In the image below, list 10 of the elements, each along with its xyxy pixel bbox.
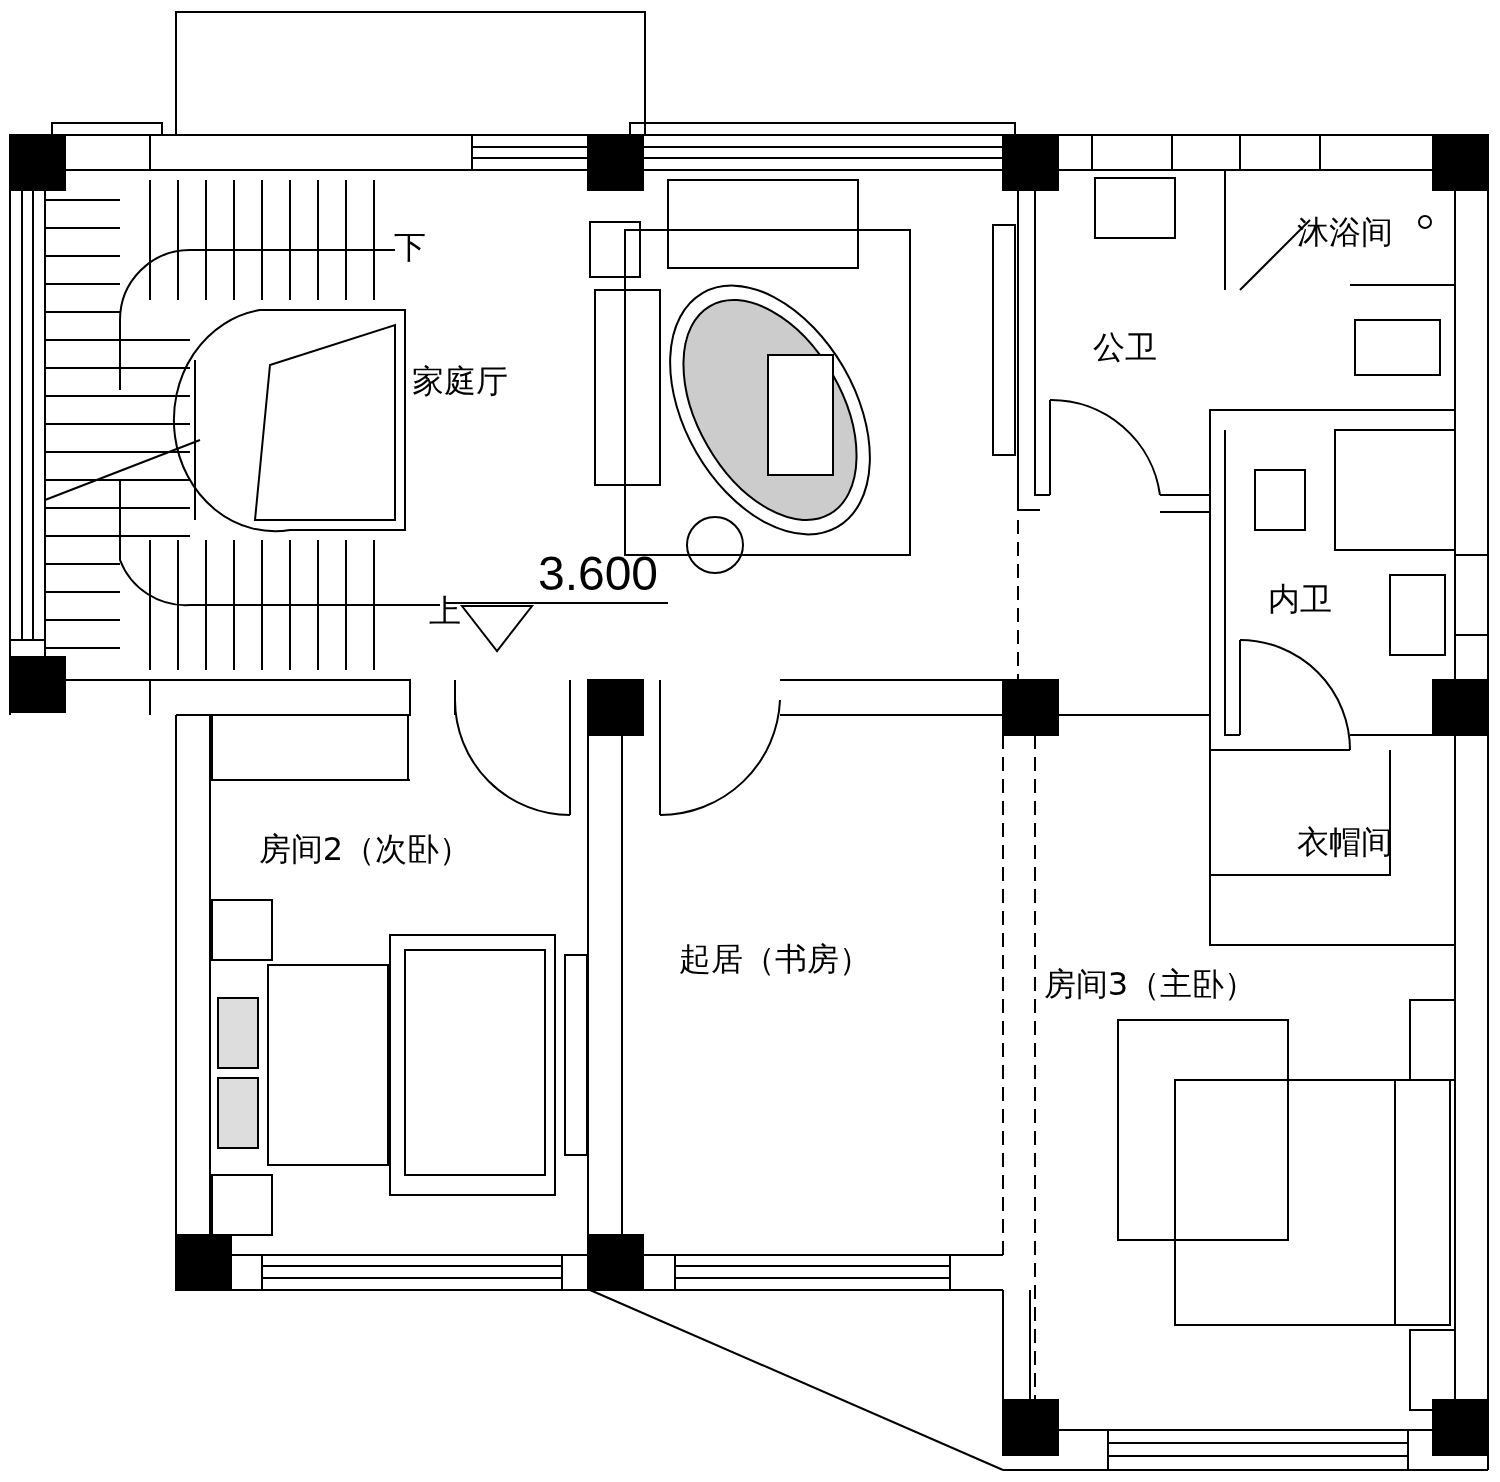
room-label: 公卫 xyxy=(1093,330,1157,366)
room-label: 房间3（主卧） xyxy=(1043,967,1257,1003)
elevation-value: 3.600 xyxy=(537,547,659,601)
room-label: 家庭厅 xyxy=(412,364,508,400)
room-label: 下 xyxy=(394,230,426,266)
room-label: 起居（书房） xyxy=(679,942,871,978)
room-label: 内卫 xyxy=(1268,582,1332,618)
room-label: 上 xyxy=(429,594,461,630)
room-label: 沐浴间 xyxy=(1297,215,1393,251)
room-label: 房间2（次卧） xyxy=(258,832,472,868)
